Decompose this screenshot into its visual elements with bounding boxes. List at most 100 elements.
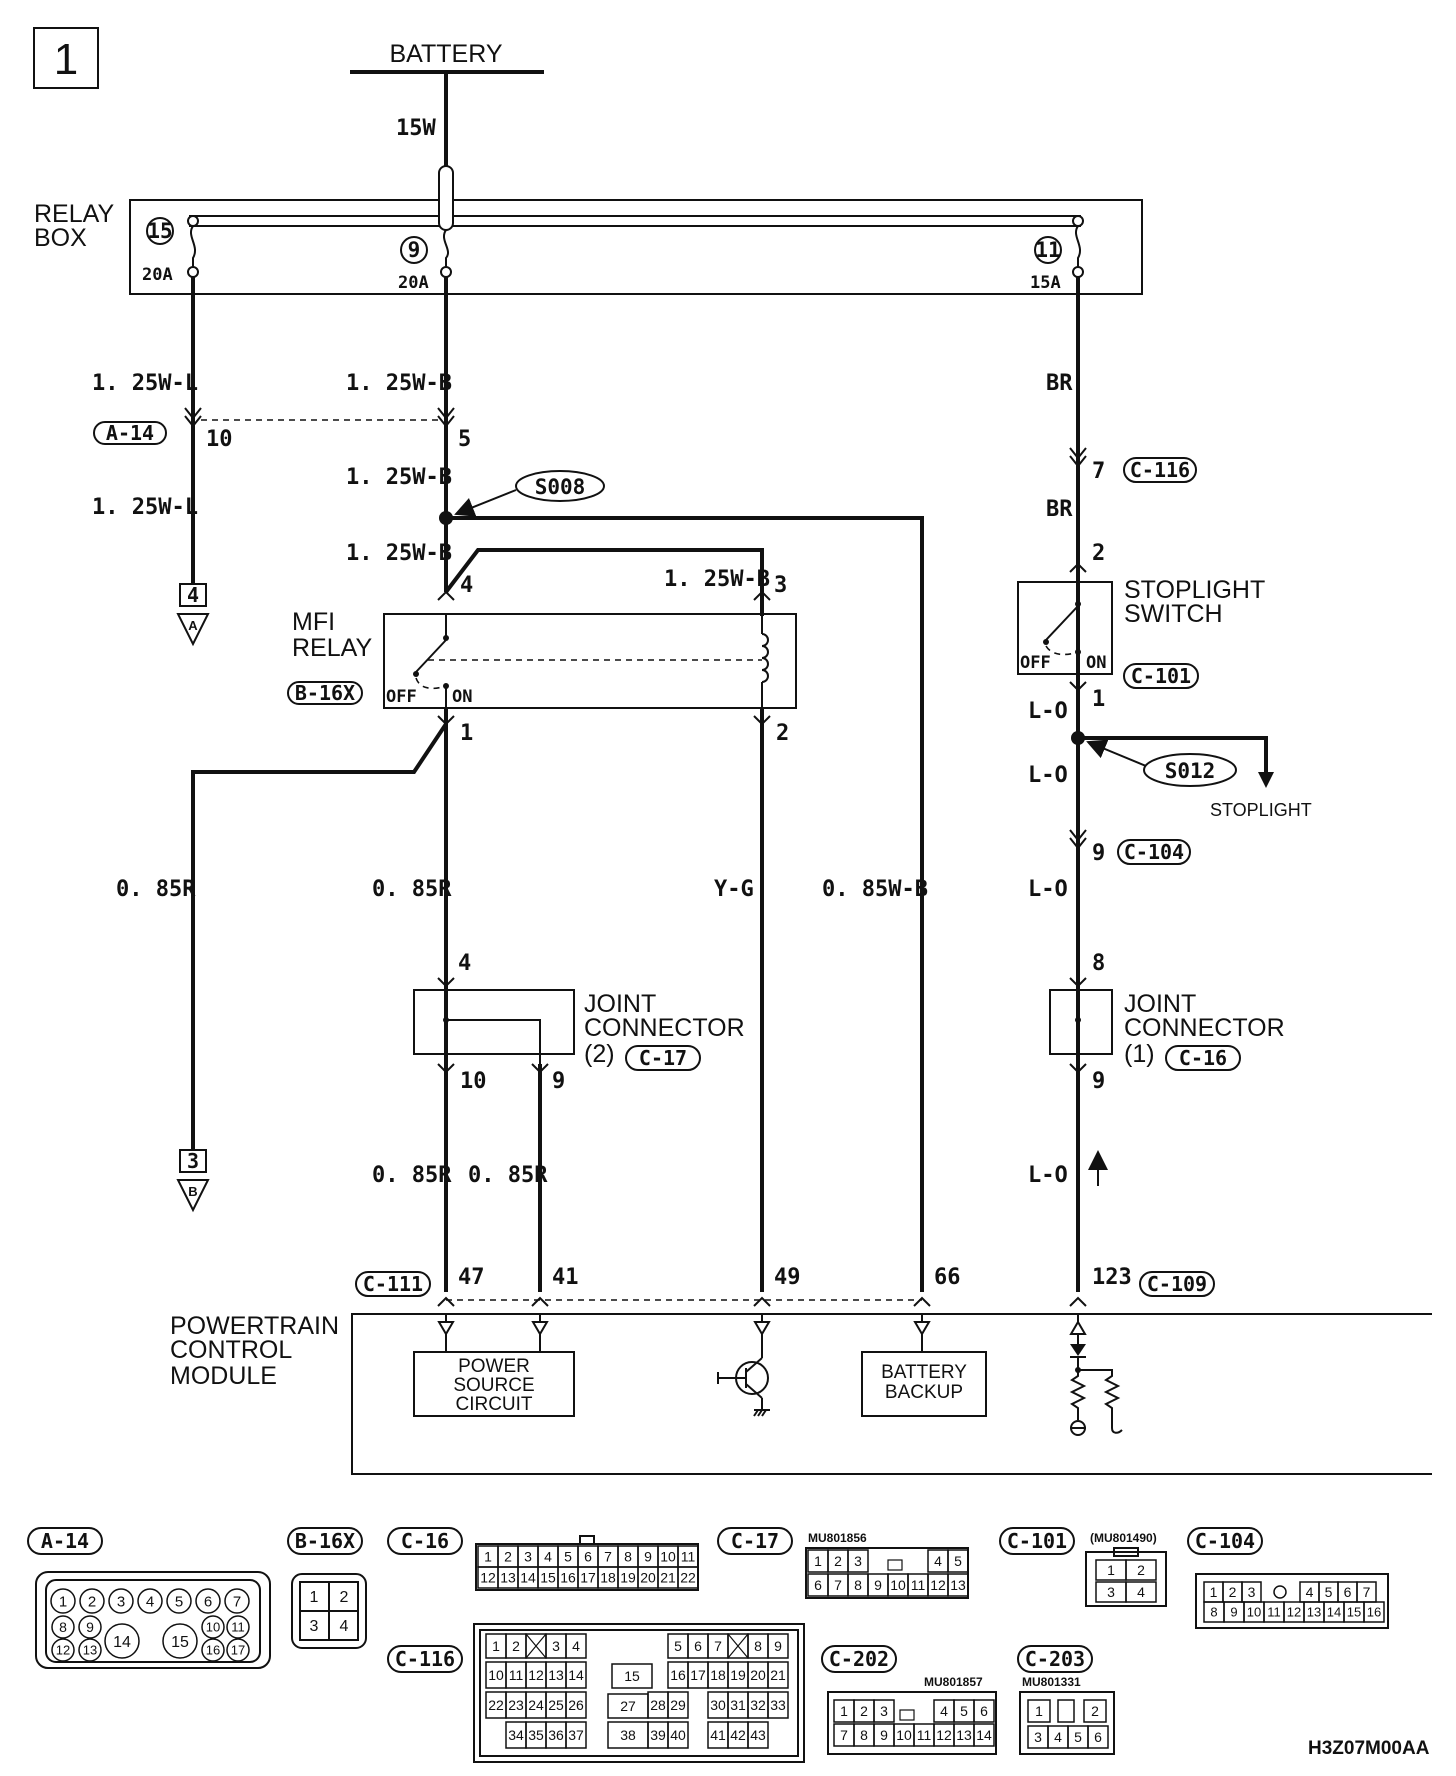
pin-label: 5 xyxy=(175,1593,183,1610)
mfi-relay-label-2: RELAY xyxy=(292,634,372,662)
svg-text:POWER: POWER xyxy=(458,1356,530,1377)
fuse-rating: 20A xyxy=(142,265,173,285)
svg-text:C-203: C-203 xyxy=(1025,1647,1085,1671)
pin-label: 2 xyxy=(504,1549,512,1565)
pin-cell xyxy=(1125,1581,1157,1603)
pin-label: 20 xyxy=(750,1667,766,1683)
wire-label: BR xyxy=(1046,497,1073,522)
pin-number: 10 xyxy=(460,1069,487,1094)
pin-label: 34 xyxy=(508,1727,524,1743)
pin-label: 2 xyxy=(88,1593,96,1610)
svg-text:CONNECTOR: CONNECTOR xyxy=(584,1014,745,1042)
pin-label: 3 xyxy=(310,1618,319,1635)
svg-text:MU801856: MU801856 xyxy=(808,1531,867,1545)
connector-tag-c101: C-101 xyxy=(1131,664,1191,688)
pin-label: 18 xyxy=(600,1570,616,1586)
pin-circle xyxy=(226,1638,250,1662)
pin-label: 22 xyxy=(680,1570,696,1586)
power-source-circuit: POWER SOURCE CIRCUIT xyxy=(413,1351,575,1417)
pin-cell xyxy=(947,1573,969,1597)
stoplight-switch: OFF ON STOPLIGHT SWITCH C-101 xyxy=(1017,576,1265,689)
pin-cell xyxy=(1125,1559,1157,1581)
stoplight-label: STOPLIGHT xyxy=(1210,800,1312,820)
pin-label: 3 xyxy=(854,1553,862,1569)
pin-label: 26 xyxy=(568,1697,584,1713)
pin-number: 9 xyxy=(1092,841,1105,866)
pin-label: 8 xyxy=(854,1577,862,1593)
svg-text:41: 41 xyxy=(552,1265,579,1290)
pin-label: 35 xyxy=(528,1727,544,1743)
wire-label: 0. 85R xyxy=(468,1163,548,1188)
pin-number: 10 xyxy=(206,427,233,452)
connector-tag-c109: C-109 xyxy=(1147,1272,1207,1296)
joint-connector-1: 8 JOINT CONNECTOR (1) C-16 9 xyxy=(1049,951,1285,1094)
svg-text:C-202: C-202 xyxy=(829,1647,889,1671)
svg-text:SWITCH: SWITCH xyxy=(1124,600,1223,628)
pin-label: 31 xyxy=(730,1697,746,1713)
pin-number: 4 xyxy=(460,573,473,598)
pin-label: 7 xyxy=(233,1593,241,1610)
pin-label: 10 xyxy=(660,1549,676,1565)
pin-label: 40 xyxy=(670,1727,686,1743)
svg-text:4: 4 xyxy=(187,583,199,607)
pin-circle xyxy=(201,1615,225,1639)
pin-label: 6 xyxy=(1344,1584,1352,1600)
pin-label: 12 xyxy=(56,1643,70,1658)
wire-label: L-O xyxy=(1028,877,1068,902)
svg-text:CONTROL: CONTROL xyxy=(170,1336,292,1364)
circuit-relay-outputs: 1 0. 85R 0. 85R 2 Y-G 0. 85W-B 3 B 4 JOI… xyxy=(116,708,928,1292)
svg-text:SOURCE: SOURCE xyxy=(453,1375,534,1396)
svg-text:ON: ON xyxy=(1086,653,1106,673)
pin-label: 3 xyxy=(880,1703,888,1719)
wire-label: 1. 25W-B xyxy=(346,465,452,490)
pin-circle xyxy=(162,1623,198,1659)
transistor-symbol xyxy=(717,1334,770,1417)
pin-label: 7 xyxy=(604,1549,612,1565)
svg-text:C-16: C-16 xyxy=(401,1529,449,1553)
wire-label: 0. 85W-B xyxy=(822,877,928,902)
connector-tag-c16: C-16 xyxy=(1179,1046,1227,1070)
pin-label: 4 xyxy=(340,1618,349,1635)
pin-label: 10 xyxy=(488,1667,504,1683)
pin-label: 28 xyxy=(650,1697,666,1713)
fuse-rating: 15A xyxy=(1030,273,1061,293)
pin-label: 12 xyxy=(930,1577,946,1593)
pin-cell xyxy=(565,1633,587,1659)
wire-label: BR xyxy=(1046,371,1073,396)
pin-label: 37 xyxy=(568,1727,584,1743)
connector-tag-c104: C-104 xyxy=(1124,840,1184,864)
pin-label: 10 xyxy=(896,1727,912,1743)
pin-label: 14 xyxy=(568,1667,584,1683)
pin-label: 20 xyxy=(640,1570,656,1586)
pin-label: 15 xyxy=(624,1668,640,1684)
pin-label: 12 xyxy=(528,1667,544,1683)
pin-label: 42 xyxy=(730,1727,746,1743)
pin-label: 4 xyxy=(940,1703,948,1719)
pin-circle xyxy=(201,1638,225,1662)
pin-label: 2 xyxy=(1137,1562,1145,1578)
wire-label: Y-G xyxy=(714,877,754,902)
pin-label: 33 xyxy=(770,1697,786,1713)
pin-cell xyxy=(667,1721,689,1749)
pin-cell xyxy=(767,1633,789,1659)
pin-circle xyxy=(78,1615,102,1639)
pin-label: 23 xyxy=(508,1697,524,1713)
svg-text:49: 49 xyxy=(774,1265,801,1290)
wire-label: 1. 25W-B xyxy=(664,567,770,592)
pin-label: 3 xyxy=(1107,1584,1115,1600)
pin-label: 12 xyxy=(480,1570,496,1586)
pin-circle xyxy=(51,1638,75,1662)
pin-label: 9 xyxy=(880,1727,888,1743)
pin-cell xyxy=(677,1566,699,1589)
pin-label: 43 xyxy=(750,1727,766,1743)
pin-number: 9 xyxy=(1092,1069,1105,1094)
pin-label: 3 xyxy=(1034,1729,1042,1745)
wire-label: L-O xyxy=(1028,699,1068,724)
pin-label: 22 xyxy=(488,1697,504,1713)
